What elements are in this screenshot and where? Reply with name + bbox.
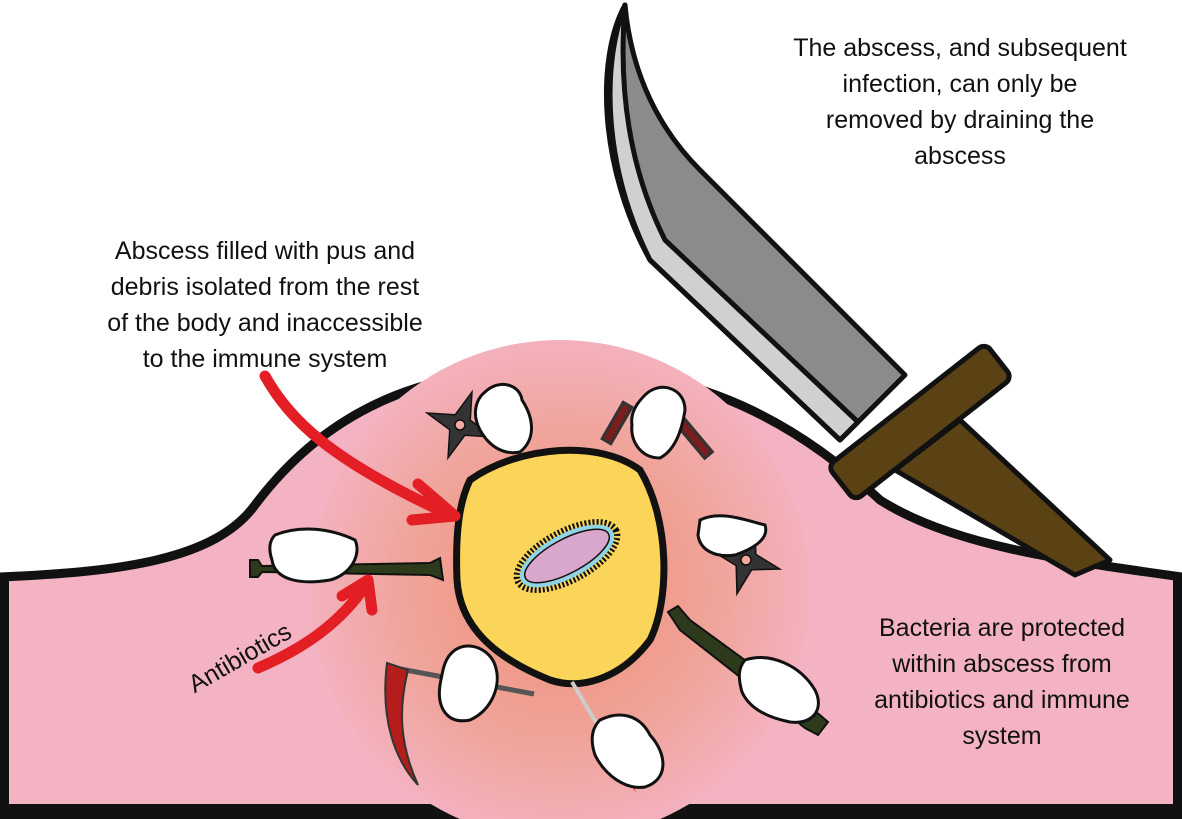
bacteria-label: Bacteria are protected within abscess fr… <box>802 610 1182 754</box>
bacterium-icon <box>513 519 621 593</box>
arrow-to-abscess-icon <box>259 370 461 526</box>
abscess-label-line: debris isolated from the rest <box>110 273 420 301</box>
antibiotics-arrow-icon <box>252 574 378 674</box>
abscess-label-line: Abscess filled with pus and <box>114 237 416 265</box>
immune-cell-debris <box>268 382 820 789</box>
drain-label-line: The abscess, and subsequent <box>793 34 1127 62</box>
abscess-label: Abscess filled with pus and debris isola… <box>65 233 465 377</box>
drain-label-line: infection, can only be <box>842 70 1078 98</box>
bacteria-label-line: system <box>962 722 1042 750</box>
drain-label-line: removed by draining the <box>825 106 1095 134</box>
abscess-label-line: of the body and inaccessible <box>107 309 423 337</box>
bacteria-label-line: within abscess from <box>892 650 1112 678</box>
drain-label: The abscess, and subsequent infection, c… <box>760 30 1160 174</box>
abscess-label-line: to the immune system <box>142 345 388 373</box>
drain-label-line: abscess <box>914 142 1006 170</box>
bacteria-label-line: Bacteria are protected <box>879 614 1125 642</box>
bacteria-label-line: antibiotics and immune <box>874 686 1130 714</box>
knife-icon <box>603 2 1113 578</box>
